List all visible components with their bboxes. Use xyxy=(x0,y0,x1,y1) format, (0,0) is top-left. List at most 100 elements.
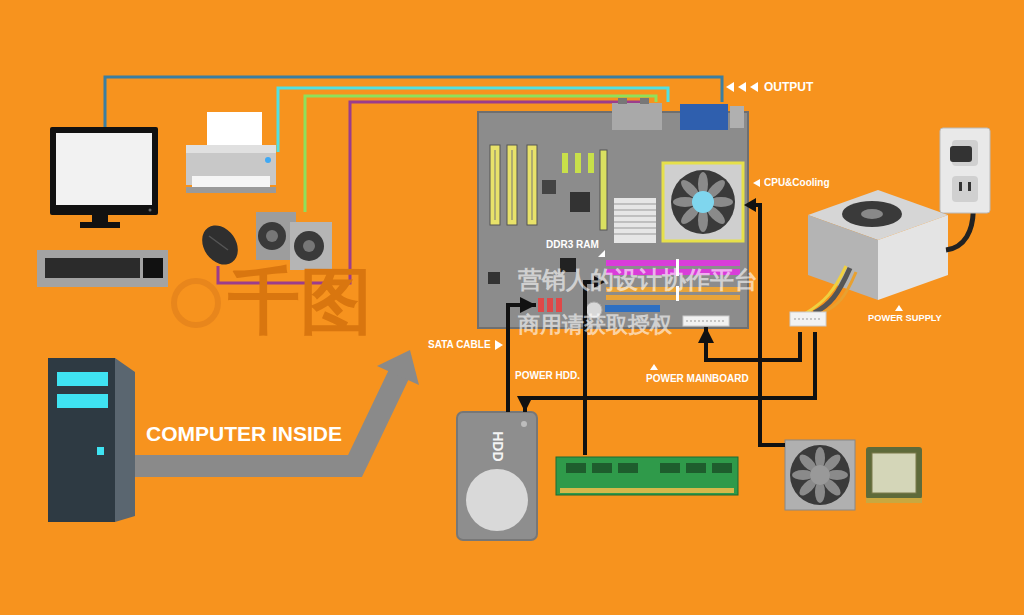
monitor-icon xyxy=(80,222,120,228)
motherboard xyxy=(478,112,748,328)
printer-icon xyxy=(186,187,276,193)
motherboard xyxy=(575,153,581,173)
part-label: HDD xyxy=(489,431,506,461)
speaker-icon xyxy=(303,240,315,252)
tower-case-icon xyxy=(57,394,108,408)
cpu-socket: CPU&Cooling xyxy=(663,163,743,241)
tower-case-icon xyxy=(115,358,135,522)
motherboard xyxy=(527,145,537,225)
big-arrow xyxy=(135,350,419,466)
motherboard xyxy=(605,305,660,312)
power-supply-icon xyxy=(790,312,826,326)
hdd-icon xyxy=(521,421,527,427)
tower-case-icon xyxy=(48,358,115,522)
cpu-socket-fan xyxy=(663,163,743,241)
power-supply: POWER SUPPLY xyxy=(785,192,945,332)
tower-case-icon xyxy=(97,447,104,455)
heatsink xyxy=(614,234,656,235)
watermark-symbol xyxy=(174,281,218,325)
ram-stick-icon xyxy=(556,457,738,495)
cooling-fan-icon xyxy=(790,445,850,505)
cooling-fan-icon xyxy=(810,465,830,485)
sata-ports-art xyxy=(538,298,544,312)
motherboard xyxy=(570,192,590,212)
arrow-caption: COMPUTER INSIDE xyxy=(146,421,342,446)
motherboard xyxy=(562,153,568,173)
power-supply-icon xyxy=(794,319,822,320)
ram-stick-icon xyxy=(566,463,586,473)
speaker-icon xyxy=(258,222,286,250)
printer-icon xyxy=(186,112,276,193)
ram-slots-art xyxy=(606,260,740,266)
cooling-fan-icon xyxy=(792,447,848,503)
sata-ports-art xyxy=(556,298,562,312)
ram-stick-icon xyxy=(556,457,738,495)
speaker-icon xyxy=(294,231,324,261)
printer-icon xyxy=(186,145,276,153)
power-supply-icon xyxy=(861,209,883,219)
heatsink xyxy=(614,198,656,243)
wall-outlet-icon xyxy=(952,176,978,202)
monitor-icon xyxy=(50,127,158,215)
pointer-triangles xyxy=(895,305,903,311)
watermark: 营销人的设计协作平台 xyxy=(518,266,758,295)
ram-stick-icon xyxy=(660,463,680,473)
pointer-triangles xyxy=(753,179,760,187)
heatsink xyxy=(614,210,656,211)
motherboard xyxy=(588,153,594,173)
desktop-unit-icon xyxy=(37,250,168,287)
desktop-unit-icon xyxy=(45,258,140,278)
wall-outlet-icon xyxy=(940,128,990,213)
cpu-chip-icon xyxy=(866,447,922,499)
wall-outlet-icon xyxy=(940,128,990,213)
sata-ports: SATA CABLE xyxy=(536,296,564,314)
monitor-icon xyxy=(50,127,158,228)
motherboard xyxy=(640,98,649,104)
leader-arrowheads xyxy=(744,198,756,212)
part-label: SATA CABLE xyxy=(428,339,491,351)
motherboard xyxy=(542,180,556,194)
cpu-socket-fan xyxy=(673,172,733,232)
watermark-symbol xyxy=(174,281,218,325)
pointer-triangles xyxy=(726,82,734,92)
printer-icon xyxy=(192,176,270,188)
ram-stick-icon xyxy=(560,488,734,493)
connector-label: POWER HDD. xyxy=(514,370,581,382)
ram-stick-icon xyxy=(592,463,612,473)
power-supply-icon xyxy=(842,201,902,227)
heatsink xyxy=(614,216,656,217)
mouse-icon xyxy=(209,236,228,250)
motherboard xyxy=(680,104,728,130)
part-label: DDR3 RAM xyxy=(546,239,599,251)
cpu-chip-icon xyxy=(866,498,922,503)
watermark: 商用请获取授权 xyxy=(518,312,672,338)
mainboard-power-art xyxy=(686,321,726,322)
ram-stick-icon xyxy=(618,463,638,473)
big-arrow xyxy=(377,350,419,385)
big-arrow xyxy=(135,374,399,466)
heatsink xyxy=(614,228,656,229)
hdd-icon xyxy=(466,469,528,531)
wall-outlet-icon xyxy=(950,146,972,162)
connector-arrow xyxy=(706,327,800,360)
mainboard-power-art xyxy=(683,316,729,326)
power-supply-icon xyxy=(806,266,846,313)
ram-stick-icon xyxy=(712,463,732,473)
cpu-socket-fan xyxy=(663,163,743,241)
output-label: OUTPUT xyxy=(764,80,813,94)
pointer-triangles xyxy=(598,250,605,257)
motherboard xyxy=(600,150,607,230)
pointer-triangles xyxy=(650,364,658,370)
monitor-icon xyxy=(149,209,152,212)
pointer-triangles xyxy=(495,340,503,350)
cooling-fan-icon xyxy=(785,440,855,510)
part-label: POWER SUPPLY xyxy=(868,313,942,324)
motherboard xyxy=(618,98,627,104)
heatsink xyxy=(614,222,656,223)
pointer-triangles xyxy=(750,82,758,92)
wall-outlet-icon xyxy=(959,182,962,191)
part-label: POWER MAINBOARD xyxy=(646,373,749,385)
